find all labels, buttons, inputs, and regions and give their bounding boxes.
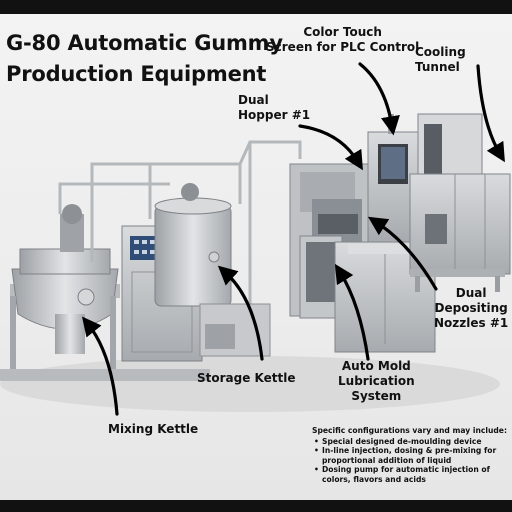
mixing-kettle [0, 204, 210, 381]
arrow-auto-mold [334, 263, 370, 361]
cooling-tunnel [409, 113, 511, 292]
arrow-color-touch [358, 62, 400, 136]
arrow-dual-hopper [298, 124, 363, 171]
piping [58, 140, 302, 314]
list-item: Special designed de-moulding device [314, 437, 508, 447]
label-storage-kettle: Storage Kettle [197, 371, 296, 385]
depositor-machine [289, 163, 438, 353]
page-title: G-80 Automatic Gummy Production Equipmen… [6, 31, 283, 86]
equipment-illustration [0, 62, 511, 416]
arrow-dual-nozzles [367, 216, 438, 291]
arrow-storage-kettle [217, 265, 264, 361]
notes-list: Special designed de-moulding device In-l… [312, 437, 508, 485]
image-frame: G-80 Automatic Gummy Production Equipmen… [0, 14, 512, 500]
label-auto-mold: Auto Mold Lubrication System [338, 359, 415, 403]
label-color-touch: Color Touch Screen for PLC Control [266, 25, 420, 54]
label-dual-nozzles: Dual Depositing Nozzles #1 [434, 286, 509, 330]
list-item: Dosing pump for automatic injection of c… [314, 465, 508, 484]
arrow-mixing-kettle [82, 316, 119, 416]
label-cooling-tunnel: Cooling Tunnel [415, 45, 466, 74]
callout-arrows [82, 62, 505, 416]
configuration-notes: Specific configurations vary and may inc… [312, 426, 508, 485]
arrow-cooling-tunnel [476, 64, 505, 163]
notes-intro: Specific configurations vary and may inc… [312, 426, 507, 435]
label-mixing-kettle: Mixing Kettle [108, 422, 199, 436]
list-item: In-line injection, dosing & pre-mixing f… [314, 446, 508, 465]
label-dual-hopper: Dual Hopper #1 [238, 93, 311, 122]
